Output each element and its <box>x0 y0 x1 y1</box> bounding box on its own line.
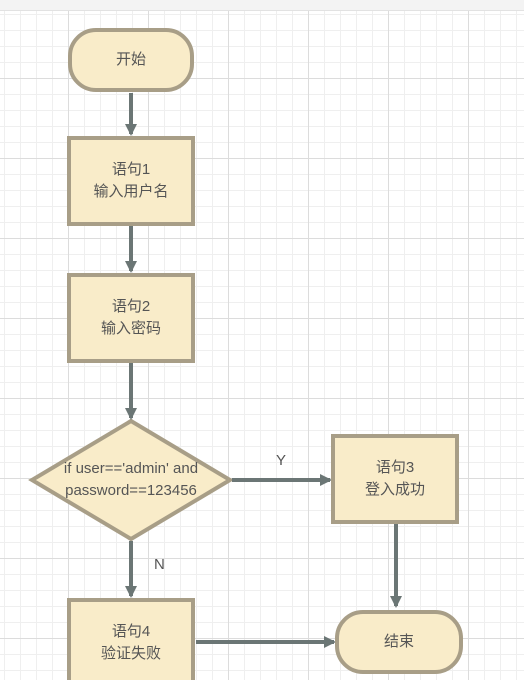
statement-2-title: 语句2 <box>111 298 151 315</box>
start-node-label: 开始 <box>115 51 146 68</box>
no-edge-label: N <box>154 556 165 573</box>
statement-4-text: 验证失败 <box>100 645 161 662</box>
decision-diamond[interactable] <box>28 418 234 542</box>
statement-2-text: 输入密码 <box>100 320 161 337</box>
statement-3-text: 登入成功 <box>364 481 425 498</box>
end-node[interactable]: 结束 <box>335 610 463 674</box>
decision-condition-line2: password==123456 <box>65 482 197 499</box>
statement-4-title: 语句4 <box>111 623 151 640</box>
statement-2-node[interactable]: 语句2 输入密码 <box>67 273 195 363</box>
start-node[interactable]: 开始 <box>68 28 194 92</box>
decision-text: if user=='admin' and password==123456 <box>32 450 230 510</box>
statement-3-node[interactable]: 语句3 登入成功 <box>331 434 459 524</box>
decision-condition-line1: if user=='admin' and <box>63 460 199 477</box>
statement-4-node[interactable]: 语句4 验证失败 <box>67 598 195 680</box>
statement-1-title: 语句1 <box>111 161 151 178</box>
statement-3-title: 语句3 <box>375 459 415 476</box>
yes-edge-label: Y <box>276 452 287 469</box>
statement-1-node[interactable]: 语句1 输入用户名 <box>67 136 195 226</box>
top-toolbar-strip <box>0 0 524 11</box>
end-node-label: 结束 <box>383 633 414 650</box>
statement-1-text: 输入用户名 <box>93 183 169 200</box>
